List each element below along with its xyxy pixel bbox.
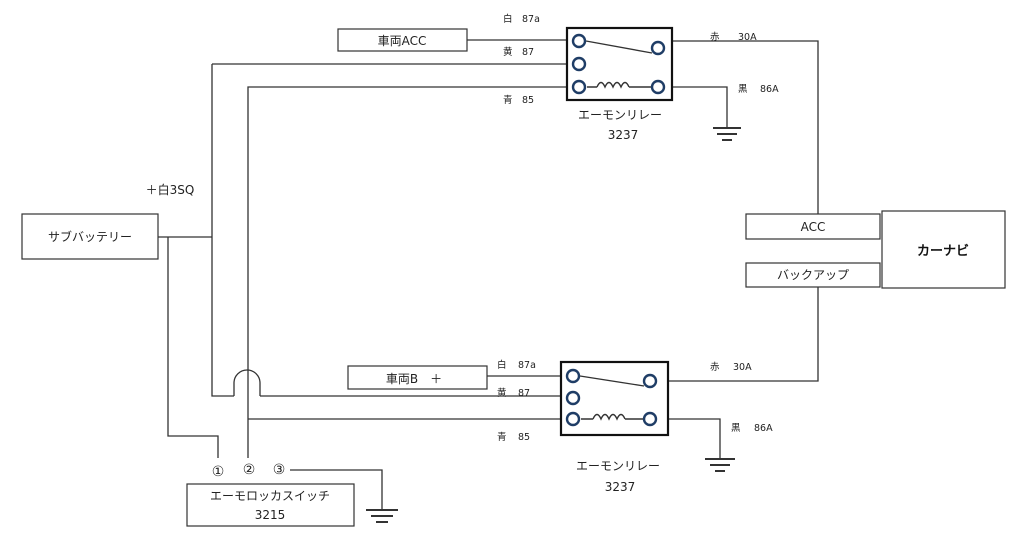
vehicle-acc-label: 車両ACC (378, 34, 427, 48)
relay-bottom-terminal-86 (642, 411, 658, 427)
car-navi-box (881, 210, 1006, 289)
bottom-86-wire (656, 418, 721, 458)
battery-label: サブバッテリー (48, 229, 132, 244)
relay-bottom-switch-arm (579, 375, 645, 387)
relay-bottom-85-pin: 85 (518, 432, 530, 443)
relay-bottom-name: エーモンリレー (576, 459, 660, 473)
rocker-switch-box (186, 483, 355, 527)
top-30-wire (664, 40, 819, 214)
relay-top-85-color: 青 (503, 94, 513, 106)
relay-top-30-color: 赤 (710, 32, 720, 43)
relay-top-terminal-85 (571, 79, 587, 95)
relay-top-name: エーモンリレー (578, 108, 662, 122)
relay-bottom-87a-color: 白 (497, 359, 507, 371)
relay-bottom-coil (581, 413, 644, 421)
relay-top-87-pin: 87 (522, 47, 534, 58)
relay-bottom-87a-pin: 87a (518, 360, 536, 371)
relay-top-number: 3237 (608, 128, 639, 142)
relay-top-85-pin: 85 (522, 95, 534, 106)
relay-bottom-86-pin: 86A (754, 423, 773, 434)
ground-symbol (705, 458, 735, 472)
relay-bottom-terminal-87a (565, 368, 581, 384)
relay-top (565, 26, 674, 102)
relay-top-switch-arm (585, 40, 653, 54)
ground-symbol (366, 509, 398, 523)
switch-ground-wire (290, 469, 383, 510)
relay-top-86-pin: 86A (760, 84, 779, 95)
relay-top-30-pin: 30A (738, 32, 757, 43)
navi-acc-box (745, 213, 881, 240)
wires (158, 39, 819, 510)
relay-bottom-86-color: 黒 (731, 423, 741, 434)
vehicle-b-plus-box (347, 365, 488, 390)
relay-top-coil (587, 81, 651, 89)
relay-top-86-color: 黒 (738, 84, 748, 95)
relay-top-terminal-87 (571, 56, 587, 72)
relay-bottom-87-pin: 87 (518, 388, 530, 399)
navi-backup-box (745, 262, 881, 288)
vehicle-b-plus-label: 車両B ＋ (386, 372, 442, 386)
relay-top-87a-color: 白 (503, 13, 513, 25)
relay-bottom-number: 3237 (605, 480, 636, 494)
switch-name: エーモロッカスイッチ (210, 489, 330, 503)
navi-label: カーナビ (917, 243, 969, 259)
sub-battery-box (21, 213, 159, 260)
top-86-wire (664, 86, 728, 127)
switch-85-wire (247, 86, 572, 458)
switch-number: 3215 (255, 508, 286, 522)
relay-bottom-terminal-87 (565, 390, 581, 406)
relay-bottom-30-color: 赤 (710, 362, 720, 373)
crossover-hop (233, 369, 261, 396)
switch-feed-wire (167, 237, 219, 458)
navi-acc-label: ACC (801, 220, 826, 234)
vehicle-acc-box (337, 28, 468, 52)
battery-wire-label: ＋白3SQ (146, 182, 195, 197)
relay-bottom-terminal-85 (565, 411, 581, 427)
relay-bottom-30-pin: 30A (733, 362, 752, 373)
relay-bottom-terminal-30 (642, 373, 658, 389)
plus-bus-wire (211, 64, 234, 397)
relay-top-terminal-30 (650, 40, 666, 56)
navi-backup-label: バックアップ (777, 268, 849, 282)
relay-top-terminal-87a (571, 33, 587, 49)
relay-top-87-color: 黄 (503, 46, 513, 58)
relay-top-terminal-86 (650, 79, 666, 95)
relay-top-87a-pin: 87a (522, 14, 540, 25)
switch-terminal-1: ① (212, 464, 225, 480)
switch-terminal-3: ③ (273, 462, 286, 478)
relay-bottom-87-color: 黄 (497, 387, 507, 399)
relay-bottom-85-color: 青 (497, 431, 507, 443)
ground-symbol (713, 127, 741, 141)
bottom-30-wire (656, 287, 819, 382)
switch-terminal-2: ② (243, 462, 256, 478)
relay-bottom (559, 360, 670, 437)
